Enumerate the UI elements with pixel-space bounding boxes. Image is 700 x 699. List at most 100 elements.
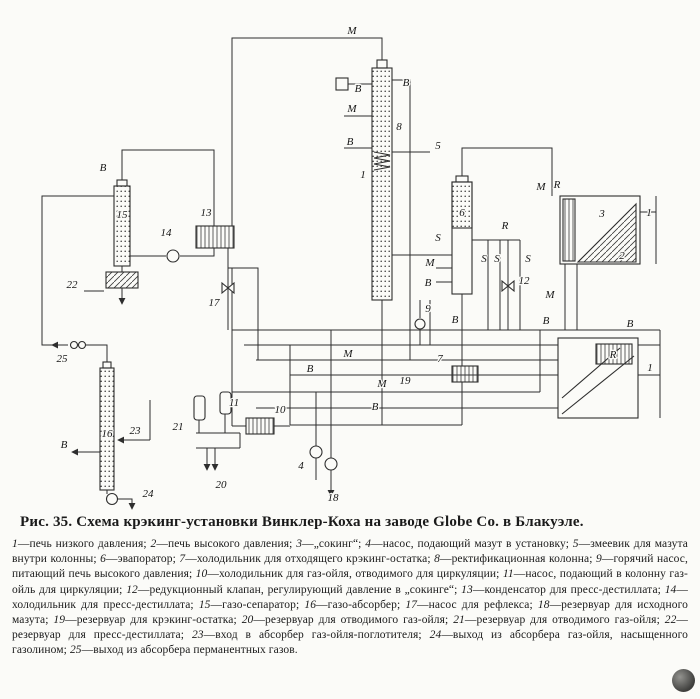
reflux-pump xyxy=(166,249,180,263)
legend-item-text: насос для рефлекса xyxy=(428,598,530,611)
legend-item-dash xyxy=(82,644,94,656)
diagram-label: R xyxy=(553,179,561,191)
legend-item-number: 9 xyxy=(596,553,602,566)
feed-pump xyxy=(309,445,323,459)
legend-item-text: резервуар для отводимого газ-ойля xyxy=(476,613,657,626)
legend-item: 20резервуар для отводимого газ-ойля xyxy=(242,614,454,626)
legend-item-dash xyxy=(65,614,77,626)
diagram-label: 11 xyxy=(229,397,239,409)
legend-text: 1печь низкого давления2печь высокого дав… xyxy=(0,534,700,658)
legend-item: 25выход из абсорбера перманентных газов xyxy=(70,644,298,656)
legend-item-number: 4 xyxy=(365,538,372,550)
legend-item-dash xyxy=(302,538,314,550)
diagram-label: 20 xyxy=(216,479,228,491)
cracking-unit-diagram: МВВМВ1586SМВRМR321SSS12МВВR1МВМ197ВВ9131… xyxy=(41,24,661,510)
legend-item-text: „сокинг“ xyxy=(313,538,359,550)
legend-item-number: 11 xyxy=(502,568,514,581)
legend-item-number: 19 xyxy=(53,613,66,626)
legend-item-dash xyxy=(465,614,477,626)
legend-item-number: 13 xyxy=(461,583,473,596)
legend-item-text: насос, подающий мазут в установку xyxy=(382,538,566,550)
gas-separator-column xyxy=(113,179,131,267)
legend-item-text: газо-абсорбер xyxy=(327,598,397,611)
legend-item: 12редукционный клапан, регулирующий давл… xyxy=(126,584,461,596)
low-pressure-furnace-box xyxy=(557,337,639,419)
legend-item: 17насос для рефлекса xyxy=(405,599,538,611)
legend-item: 8 ректификационная колонна xyxy=(434,553,596,565)
legend-item: 7холодильник для отходящего крэкинг-оста… xyxy=(179,553,434,565)
legend-item-dash xyxy=(156,538,168,550)
diagram-label: 2 xyxy=(619,250,625,262)
diagram-label: В xyxy=(307,363,314,375)
reflux-valve xyxy=(221,281,235,295)
legend-item-dash xyxy=(441,629,453,641)
diagram-label: М xyxy=(535,181,546,193)
diagram-label: 13 xyxy=(201,207,213,219)
legend-item-text: резервуар для отводимого газ-ойля xyxy=(265,613,446,626)
legend-item-number: 22 xyxy=(664,613,677,626)
legend-item-text: конденсатор для пресс-дестиллата xyxy=(484,583,658,596)
legend-item: 6эвапоратор xyxy=(100,553,179,565)
diagram-label: 19 xyxy=(400,375,412,387)
reduction-valve xyxy=(501,279,515,293)
diagram-label: В xyxy=(403,77,410,89)
legend-item: 1печь низкого давления xyxy=(12,538,150,550)
diagram-label: 14 xyxy=(161,227,173,239)
diagram-label: М xyxy=(346,103,357,115)
legend-item: 15газо-сепаратор xyxy=(199,599,305,611)
legend-item-text: насос, подающий в колонну газ-ойль для ц… xyxy=(12,568,688,596)
legend-item: 4 насос, подающий мазут в установку xyxy=(365,538,573,550)
diagram-label: 10 xyxy=(275,404,287,416)
legend-item-number: 8 xyxy=(434,553,440,566)
legend-item-text: ректификационная колонна xyxy=(451,553,590,566)
legend-item-text: холодильник для газ-ойля, отводимого для… xyxy=(218,568,497,581)
legend-item-number: 15 xyxy=(198,598,211,611)
diagram-label: S xyxy=(494,253,500,265)
residue-cooler xyxy=(451,365,479,383)
legend-item-text: выход из абсорбера газ-ойля, насыщенного… xyxy=(12,629,688,657)
diagram-label: М xyxy=(376,378,387,390)
figure-caption-text: Рис. 35. Схема крэкинг-установки Винклер… xyxy=(20,514,584,530)
legend-item-text: резервуар для пресс-дестиллата xyxy=(12,629,181,642)
legend-item: 19резервуар для крэкинг-остатка xyxy=(53,614,241,626)
legend-item-dash xyxy=(550,599,562,611)
hot-pump xyxy=(414,318,426,330)
diagram-label: 7 xyxy=(437,353,443,365)
legend-item-number: 21 xyxy=(453,613,465,626)
diagram-label: 24 xyxy=(143,488,155,500)
press-distillate-tank xyxy=(105,271,139,289)
diagram-label: 4 xyxy=(298,460,304,472)
legend-item-number: 18 xyxy=(537,598,550,611)
diagram-label: 8 xyxy=(396,121,402,133)
legend-item-number: 1 xyxy=(12,538,18,550)
ink-stamp xyxy=(672,669,695,692)
legend-item-dash xyxy=(253,614,265,626)
diagram-label: В xyxy=(425,277,432,289)
diagram-label: М xyxy=(424,257,435,269)
legend-item-number: 23 xyxy=(191,629,204,642)
legend-item-dash xyxy=(211,599,223,611)
diagram-label: М xyxy=(346,25,357,37)
legend-item-dash xyxy=(676,584,688,596)
gas-oil-vessel xyxy=(193,395,206,421)
legend-item: 3„сокинг“ xyxy=(296,538,365,550)
legend-item: 13 конденсатор для пресс-дестиллата xyxy=(461,584,665,596)
legend-item-number: 25 xyxy=(69,644,82,657)
legend-item-number: 7 xyxy=(179,553,186,566)
legend-item: 16газо-абсорбер xyxy=(304,599,405,611)
diagram-label: R xyxy=(501,220,509,232)
legend-item-number: 24 xyxy=(429,629,442,642)
legend-item-dash xyxy=(138,584,150,596)
circulation-vessel xyxy=(219,391,232,415)
legend-item-dash xyxy=(316,599,328,611)
diagram-label: В xyxy=(627,318,634,330)
diagram-label: S xyxy=(435,232,441,244)
legend-item-dash xyxy=(204,629,216,641)
legend-item-dash xyxy=(417,599,429,611)
diagram-label: В xyxy=(347,136,354,148)
legend-item-dash xyxy=(440,553,452,565)
diagram-label: 1 xyxy=(360,169,366,181)
legend-item-dash xyxy=(18,538,30,550)
